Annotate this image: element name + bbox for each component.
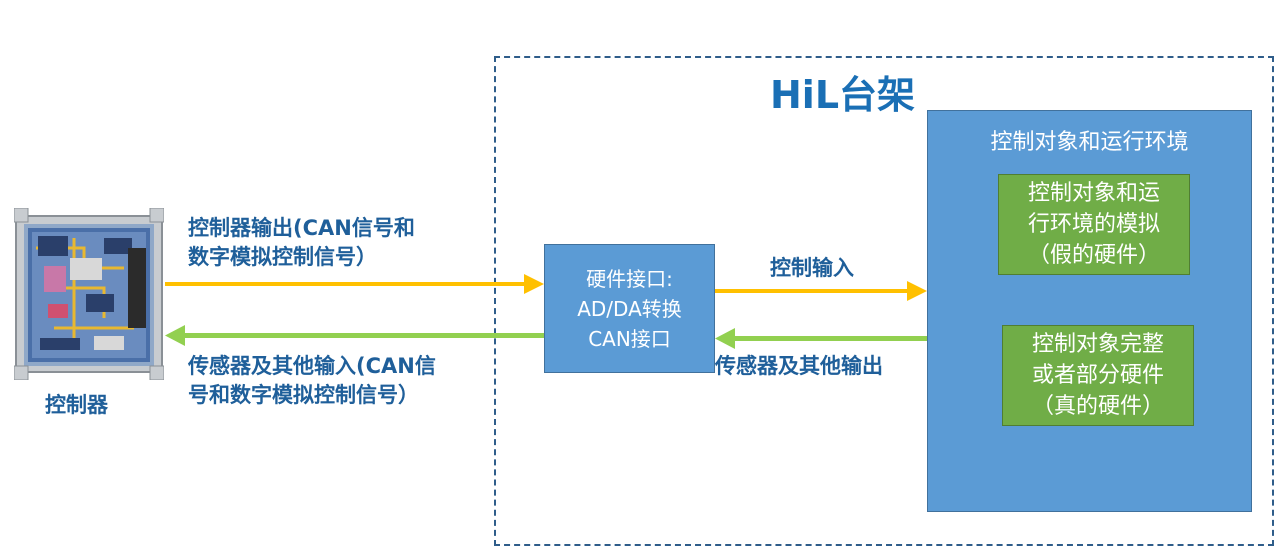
sensor-input-arrow bbox=[165, 325, 544, 346]
sensor-output-arrow bbox=[715, 328, 927, 349]
controller-output-arrow bbox=[165, 274, 544, 294]
hil-rig-title: HiL台架 bbox=[770, 73, 916, 117]
controller-output-line-2: 数字模拟控制信号） bbox=[188, 245, 377, 269]
sensor-input-line-1: 传感器及其他输入(CAN信 bbox=[188, 354, 436, 378]
controller-ecu-image bbox=[14, 208, 164, 380]
real-hardware-line-1: 控制对象完整 bbox=[1031, 332, 1164, 357]
controller-label: 控制器 bbox=[45, 393, 108, 417]
real-hardware-line-3: （真的硬件） bbox=[1031, 394, 1164, 419]
controller-output-line-1: 控制器输出(CAN信号和 bbox=[188, 216, 415, 240]
interface-line-2: AD/DA转换 bbox=[577, 296, 682, 321]
plant-environment-title: 控制对象和运行环境 bbox=[990, 130, 1189, 155]
real-hardware-box: 控制对象完整 或者部分硬件 （真的硬件） bbox=[1002, 325, 1194, 426]
hil-rig-frame bbox=[494, 56, 1274, 546]
sensor-input-line-2: 号和数字模拟控制信号） bbox=[188, 383, 419, 407]
simulated-hardware-line-2: 行环境的模拟 bbox=[1027, 212, 1160, 237]
control-input-arrow bbox=[715, 281, 927, 301]
hardware-interface-box: 硬件接口: AD/DA转换 CAN接口 bbox=[544, 244, 715, 373]
real-hardware-line-2: 或者部分硬件 bbox=[1031, 363, 1164, 388]
controller-output-label: 控制器输出(CAN信号和 数字模拟控制信号） bbox=[188, 214, 415, 272]
simulated-hardware-box: 控制对象和运 行环境的模拟 （假的硬件） bbox=[998, 174, 1190, 275]
control-input-label: 控制输入 bbox=[770, 256, 854, 280]
sensor-output-label: 传感器及其他输出 bbox=[715, 354, 883, 378]
interface-line-3: CAN接口 bbox=[588, 326, 671, 351]
simulated-hardware-line-1: 控制对象和运 bbox=[1027, 181, 1160, 206]
interface-line-1: 硬件接口: bbox=[586, 266, 673, 291]
simulated-hardware-line-3: （假的硬件） bbox=[1027, 243, 1160, 268]
sensor-input-label: 传感器及其他输入(CAN信 号和数字模拟控制信号） bbox=[188, 352, 436, 410]
